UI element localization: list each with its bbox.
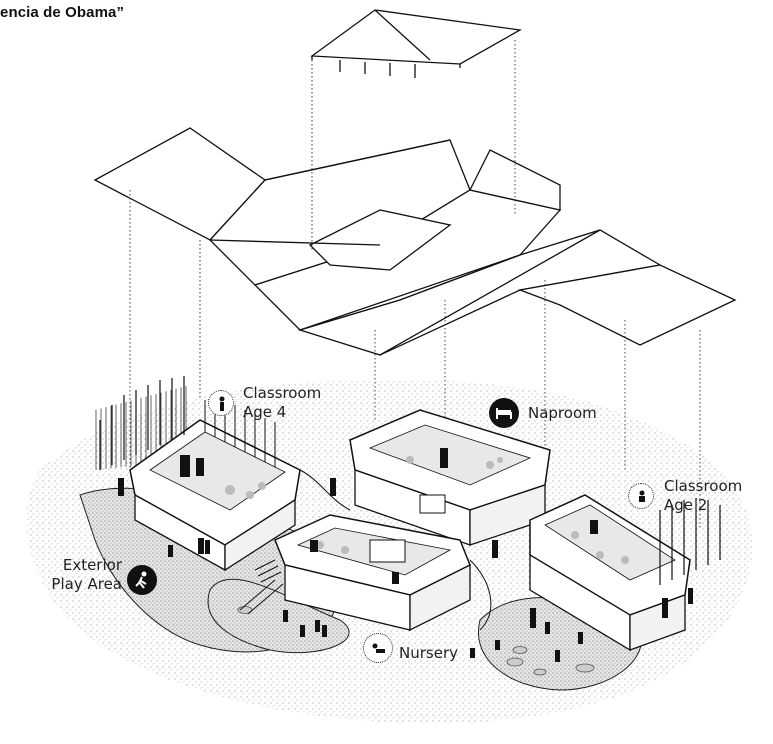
classroom-age4-label: Classroom Age 4 [243, 384, 321, 422]
nursery-block [274, 514, 471, 632]
classroom-age2-block [529, 494, 721, 652]
exterior-play-area [79, 487, 361, 654]
naproom-label: Naproom [528, 404, 597, 422]
roof-main-folded [93, 127, 737, 356]
paths-and-stairs [239, 469, 492, 631]
roof-upper-pavilion [310, 9, 522, 78]
crawling-baby-icon [363, 633, 393, 663]
running-child-icon [127, 565, 157, 595]
classroom-age4-line1: Classroom [243, 384, 322, 402]
child-standing-icon [208, 390, 234, 416]
classroom-age2-line2: Age 2 [664, 496, 708, 514]
exterior-play-line2: Play Area [51, 575, 122, 593]
nursery-label: Nursery [399, 644, 458, 662]
naproom-block [349, 409, 551, 546]
classroom-age2-label: Classroom Age 2 [664, 477, 742, 515]
child-sitting-icon [628, 483, 654, 509]
exterior-play-line1: Exterior [62, 556, 122, 574]
people-silhouettes [118, 478, 693, 662]
page-title: encia de Obama” [0, 4, 125, 21]
classroom-age4-line2: Age 4 [243, 403, 287, 421]
bed-icon [489, 398, 519, 428]
exterior-play-label: Exterior Play Area [22, 556, 122, 594]
classroom-age2-line1: Classroom [664, 477, 743, 495]
